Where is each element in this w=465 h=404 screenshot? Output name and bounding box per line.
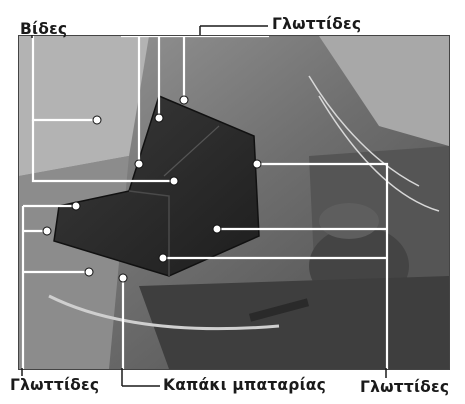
label-tabs-bottom-right: Γλωττίδες: [360, 378, 449, 396]
label-tabs-bottom-left: Γλωττίδες: [10, 376, 99, 394]
label-battery-cover: Καπάκι μπαταρίας: [163, 376, 326, 394]
label-screws: Βίδες: [20, 20, 67, 38]
label-tabs-top: Γλωττίδες: [272, 15, 361, 33]
